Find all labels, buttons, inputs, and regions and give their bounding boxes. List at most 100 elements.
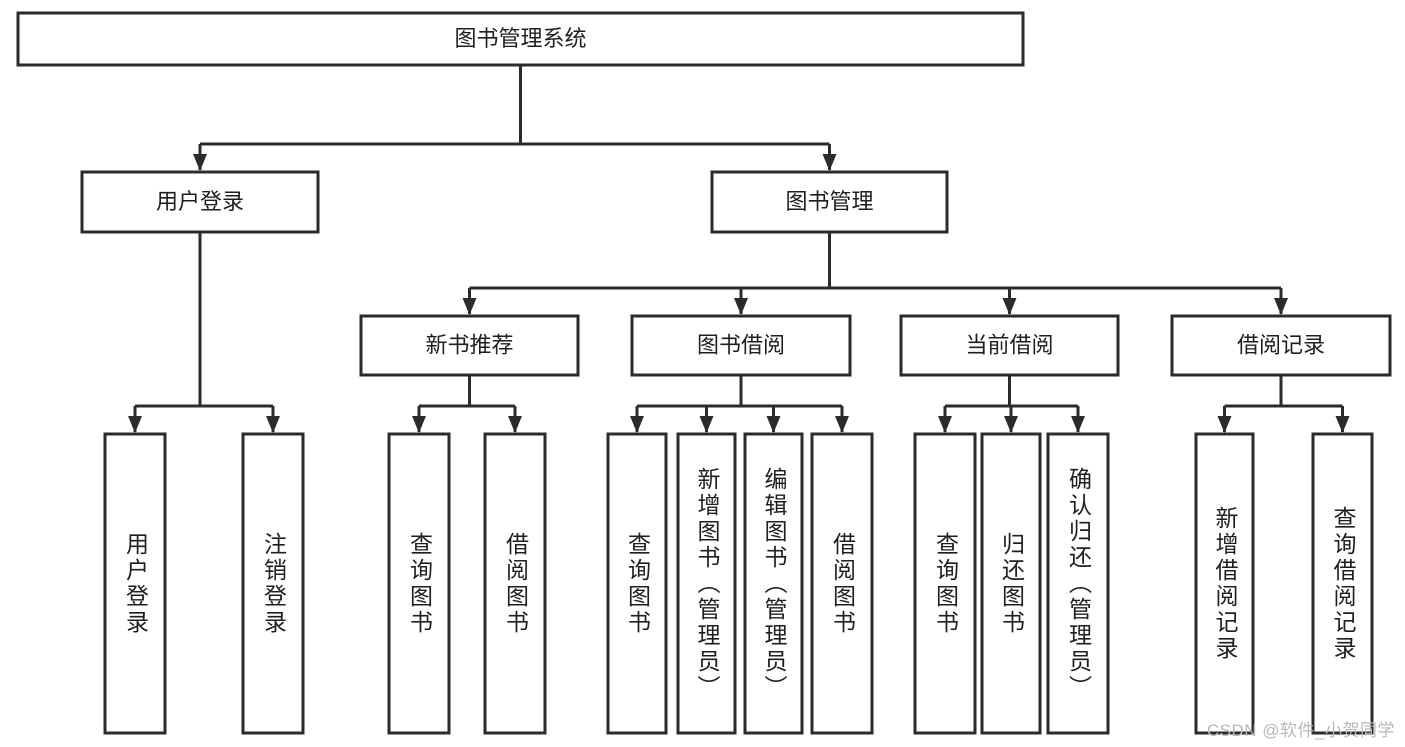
node-leaf-add-book-label: 新增图书（管理员） [694, 466, 720, 701]
node-leaf-return-book-label-wrap: 归还图书 [998, 531, 1025, 636]
edge-group-new-book-rec [412, 375, 522, 433]
edge-group-current-borrow [938, 375, 1085, 433]
edge-group-book-borrow [630, 375, 849, 433]
node-book-manage-label: 图书管理 [785, 189, 873, 214]
edge-group-borrow-record [1217, 375, 1350, 433]
node-borrow-record-label: 借阅记录 [1237, 332, 1325, 357]
node-leaf-add-record[interactable]: 新增借阅记录 [1194, 432, 1255, 735]
node-leaf-add-book-box [676, 432, 737, 735]
node-leaf-confirm-return[interactable]: 确认归还（管理员） [1046, 432, 1110, 735]
node-leaf-borrow-book-2-label-wrap: 借阅图书 [829, 531, 856, 636]
node-leaf-add-record-label-wrap: 新增借阅记录 [1212, 505, 1238, 662]
node-leaf-user-login-label: 用户登录 [122, 531, 149, 636]
node-leaf-user-login-label-wrap: 用户登录 [122, 531, 149, 636]
node-leaf-query-book-3[interactable]: 查询图书 [913, 432, 977, 735]
node-leaf-query-book-3-label: 查询图书 [932, 531, 959, 636]
node-leaf-logout-box [241, 432, 305, 735]
watermark: CSDN @软件_小贺同学 [1206, 721, 1395, 740]
node-layer: 图书管理系统用户登录图书管理新书推荐图书借阅当前借阅借阅记录用户登录注销登录查询… [16, 11, 1392, 735]
node-leaf-user-login-box [103, 432, 167, 735]
node-leaf-add-record-box [1194, 432, 1255, 735]
node-leaf-return-book-box [980, 432, 1042, 735]
node-leaf-return-book[interactable]: 归还图书 [980, 432, 1042, 735]
node-leaf-logout-label: 注销登录 [260, 531, 287, 636]
node-leaf-query-record-box [1311, 432, 1374, 735]
edge-group-root [193, 65, 837, 171]
arrow-head-icon [938, 416, 952, 433]
node-leaf-user-login[interactable]: 用户登录 [103, 432, 167, 735]
edge-layer [128, 65, 1350, 433]
arrow-head-icon [1217, 416, 1232, 433]
node-leaf-add-book[interactable]: 新增图书（管理员） [676, 432, 737, 735]
node-root[interactable]: 图书管理系统 [16, 11, 1025, 67]
node-leaf-query-book-1-box [387, 432, 451, 735]
node-current-borrow[interactable]: 当前借阅 [899, 314, 1120, 377]
node-new-book-rec-label: 新书推荐 [425, 332, 513, 357]
node-leaf-borrow-book-2-box [810, 432, 874, 735]
node-user-login-label: 用户登录 [156, 189, 244, 214]
node-leaf-add-book-label-wrap: 新增图书（管理员） [694, 466, 720, 701]
node-new-book-rec-box [359, 314, 580, 377]
node-leaf-query-record-label: 查询借阅记录 [1330, 505, 1356, 662]
node-leaf-confirm-return-label: 确认归还（管理员） [1065, 466, 1092, 701]
node-leaf-borrow-book-1-box [483, 432, 547, 735]
node-leaf-query-book-3-box [913, 432, 977, 735]
node-new-book-rec[interactable]: 新书推荐 [359, 314, 580, 377]
arrow-head-icon [766, 416, 781, 433]
node-root-label: 图书管理系统 [454, 26, 586, 51]
node-book-manage[interactable]: 图书管理 [710, 170, 949, 234]
arrow-head-icon [699, 416, 714, 433]
arrow-head-icon [1002, 298, 1017, 315]
node-borrow-record-box [1170, 314, 1392, 377]
node-user-login[interactable]: 用户登录 [80, 170, 320, 234]
arrow-head-icon [1274, 298, 1288, 315]
node-leaf-logout-label-wrap: 注销登录 [260, 531, 287, 636]
node-book-borrow-label: 图书借阅 [697, 332, 785, 357]
node-leaf-query-book-1[interactable]: 查询图书 [387, 432, 451, 735]
node-leaf-borrow-book-2[interactable]: 借阅图书 [810, 432, 874, 735]
node-leaf-add-record-label: 新增借阅记录 [1212, 505, 1238, 662]
node-leaf-query-book-2-box [606, 432, 668, 735]
node-leaf-return-book-label: 归还图书 [998, 531, 1025, 636]
node-leaf-borrow-book-1[interactable]: 借阅图书 [483, 432, 547, 735]
arrow-head-icon [1335, 416, 1350, 433]
node-current-borrow-label: 当前借阅 [965, 332, 1053, 357]
node-root-box [16, 11, 1025, 67]
node-leaf-query-book-3-label-wrap: 查询图书 [932, 531, 959, 636]
arrow-head-icon [266, 416, 280, 433]
node-leaf-query-book-2-label: 查询图书 [624, 531, 651, 636]
arrow-head-icon [128, 416, 142, 433]
node-book-borrow[interactable]: 图书借阅 [630, 314, 852, 377]
arrow-head-icon [412, 416, 426, 433]
node-leaf-edit-book-label-wrap: 编辑图书（管理员） [761, 466, 787, 701]
node-leaf-query-book-2-label-wrap: 查询图书 [624, 531, 651, 636]
arrow-head-icon [734, 298, 748, 315]
arrow-head-icon [1071, 416, 1085, 433]
edge-group-user-login [128, 232, 280, 433]
node-leaf-edit-book-box [743, 432, 804, 735]
node-book-borrow-box [630, 314, 852, 377]
node-leaf-borrow-book-1-label-wrap: 借阅图书 [502, 531, 529, 636]
arrow-head-icon [193, 154, 207, 171]
node-borrow-record[interactable]: 借阅记录 [1170, 314, 1392, 377]
arrow-head-icon [508, 416, 522, 433]
node-current-borrow-box [899, 314, 1120, 377]
arrow-head-icon [462, 298, 477, 315]
edge-group-book-manage [462, 232, 1288, 315]
node-book-manage-box [710, 170, 949, 234]
arrow-head-icon [835, 416, 849, 433]
node-leaf-query-record-label-wrap: 查询借阅记录 [1330, 505, 1356, 662]
node-leaf-query-book-2[interactable]: 查询图书 [606, 432, 668, 735]
node-leaf-edit-book[interactable]: 编辑图书（管理员） [743, 432, 804, 735]
node-leaf-borrow-book-2-label: 借阅图书 [829, 531, 856, 636]
node-leaf-borrow-book-1-label: 借阅图书 [502, 531, 529, 636]
node-leaf-logout[interactable]: 注销登录 [241, 432, 305, 735]
node-leaf-confirm-return-box [1046, 432, 1110, 735]
node-leaf-confirm-return-label-wrap: 确认归还（管理员） [1065, 466, 1092, 701]
node-leaf-edit-book-label: 编辑图书（管理员） [761, 466, 787, 701]
arrow-head-icon [1004, 416, 1018, 433]
node-leaf-query-record[interactable]: 查询借阅记录 [1311, 432, 1374, 735]
node-leaf-query-book-1-label-wrap: 查询图书 [407, 532, 433, 636]
